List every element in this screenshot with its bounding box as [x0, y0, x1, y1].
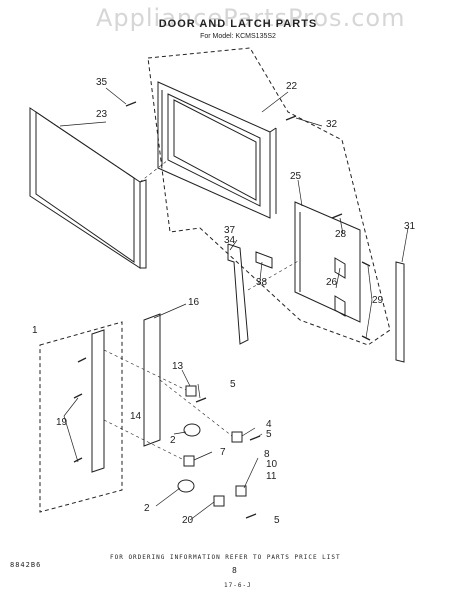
- callout-14: 14: [130, 411, 142, 422]
- callout-20: 20: [182, 515, 194, 526]
- part-25-latch-plate: [294, 201, 361, 323]
- part-22-door-frame: [157, 81, 277, 219]
- group-outlines: [39, 47, 391, 513]
- callout-31: 31: [404, 221, 416, 232]
- door-group-outline: [147, 47, 391, 346]
- callout-1: 1: [32, 325, 38, 336]
- callout-4: 4: [266, 419, 272, 430]
- diagram-code: 8842B6: [10, 561, 42, 569]
- hinge-group-outline: [39, 321, 123, 513]
- callout-34: 35: [96, 77, 108, 88]
- callout-23: 23: [96, 109, 108, 120]
- callout-13: 13: [172, 361, 184, 372]
- callout-2b: 2: [144, 503, 150, 514]
- model-number: For Model: KCMS135S2: [200, 33, 276, 40]
- callout-5a: 5: [230, 379, 236, 390]
- callout-10: 10: [266, 459, 278, 470]
- callout-32: 32: [326, 119, 338, 130]
- sheet-id: 17-6-J: [224, 582, 252, 589]
- part-23-door-panel: [29, 107, 147, 269]
- part-14-bracket: [91, 329, 105, 473]
- part-16-hinge: [143, 313, 161, 447]
- callout-2a: 2: [170, 435, 176, 446]
- callout-25: 25: [290, 171, 302, 182]
- callout-5b: 5: [266, 429, 272, 440]
- callout-35: 34: [224, 235, 236, 246]
- callout-22: 22: [286, 81, 298, 92]
- callout-7: 7: [220, 447, 226, 458]
- screws: [73, 101, 371, 519]
- page-number: 8: [232, 566, 238, 575]
- ordering-note: FOR ORDERING INFORMATION REFER TO PARTS …: [110, 554, 341, 561]
- callout-8: 8: [264, 449, 270, 460]
- callout-19: 19: [56, 417, 68, 428]
- callout-37: 37: [224, 225, 236, 236]
- callout-11: 11: [266, 471, 277, 482]
- watermark: AppliancePartsPros.com: [96, 4, 406, 32]
- assembly-lines: [103, 159, 301, 461]
- part-31-strip: [395, 261, 405, 363]
- callout-5c: 5: [274, 515, 280, 526]
- callout-38: 38: [256, 277, 268, 288]
- callout-28: 28: [335, 229, 347, 240]
- diagram-title: DOOR AND LATCH PARTS: [158, 18, 318, 30]
- callout-26: 26: [326, 277, 338, 288]
- callout-29: 29: [372, 295, 384, 306]
- callout-16: 16: [188, 297, 200, 308]
- small-parts: [177, 385, 247, 507]
- part-35-latch-lever: [227, 243, 273, 345]
- leader-lines: [59, 87, 409, 521]
